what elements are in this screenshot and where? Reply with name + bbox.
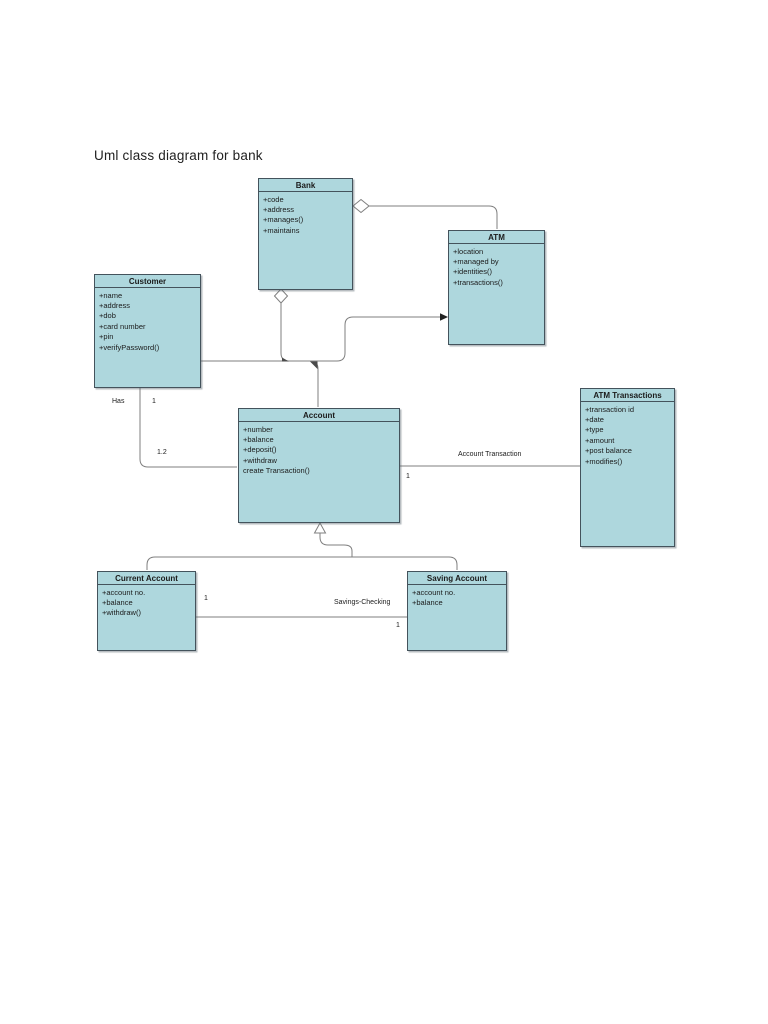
attr: +address <box>99 300 131 310</box>
arrowhead-atm <box>440 313 448 321</box>
junction-mark-left <box>282 357 289 362</box>
attr: create Transaction() <box>243 466 310 476</box>
attr: +code <box>263 194 284 204</box>
class-current-account-attrs: +account no. +balance +withdraw() <box>98 585 195 619</box>
class-saving-account-title: Saving Account <box>408 572 506 585</box>
attr: +modifies() <box>585 456 623 466</box>
class-account: Account +number +balance +deposit() +wit… <box>238 408 400 523</box>
edge-generalization-stem <box>319 533 353 557</box>
attr: +balance <box>412 597 443 607</box>
class-atm-title: ATM <box>449 231 544 244</box>
edge-label-has: Has <box>112 398 125 405</box>
attr: +withdraw() <box>102 608 141 618</box>
class-customer-title: Customer <box>95 275 200 288</box>
page-title: Uml class diagram for bank <box>94 148 263 163</box>
edge-label-savings-checking: Savings-Checking <box>334 599 391 606</box>
attr: +account no. <box>102 587 146 597</box>
attr: +maintains <box>263 225 300 235</box>
class-bank-title: Bank <box>259 179 352 192</box>
attr: +deposit() <box>243 445 277 455</box>
attr: +manages() <box>263 215 304 225</box>
class-atm-attrs: +location +managed by +identities() +tra… <box>449 244 544 289</box>
attr: +type <box>585 425 604 435</box>
class-current-account-title: Current Account <box>98 572 195 585</box>
multiplicity-account-transaction: 1 <box>406 473 410 480</box>
attr: +date <box>585 414 604 424</box>
class-customer-attrs: +name +address +dob +card number +pin +v… <box>95 288 200 353</box>
attr: +balance <box>102 597 133 607</box>
attr: +pin <box>99 332 114 342</box>
attr: +card number <box>99 321 146 331</box>
attr: +transactions() <box>453 277 503 287</box>
attr: +withdraw <box>243 455 277 465</box>
attr: +location <box>453 246 484 256</box>
edge-generalization-rail <box>146 556 458 570</box>
attr: +balance <box>243 434 274 444</box>
edge-label-account-transaction: Account Transaction <box>458 451 522 458</box>
attr: +dob <box>99 311 116 321</box>
class-bank-attrs: +code +address +manages() +maintains <box>259 192 352 237</box>
attr: +name <box>99 290 123 300</box>
class-current-account: Current Account +account no. +balance +w… <box>97 571 196 651</box>
class-saving-account-attrs: +account no. +balance <box>408 585 506 609</box>
attr: +address <box>263 204 295 214</box>
edge-customer-atm <box>201 316 441 362</box>
multiplicity-current-account: 1 <box>204 595 208 602</box>
edge-bank-account <box>280 303 319 407</box>
attr: +verifyPassword() <box>99 342 160 352</box>
aggregation-diamond-bank-right <box>352 198 370 214</box>
class-account-title: Account <box>239 409 399 422</box>
multiplicity-customer: 1 <box>152 398 156 405</box>
attr: +account no. <box>412 587 456 597</box>
class-bank: Bank +code +address +manages() +maintain… <box>258 178 353 290</box>
attr: +transaction id <box>585 404 634 414</box>
attr: +identities() <box>453 267 492 277</box>
attr: +managed by <box>453 256 499 266</box>
class-atm: ATM +location +managed by +identities() … <box>448 230 545 345</box>
class-atm-transactions: ATM Transactions +transaction id +date +… <box>580 388 675 547</box>
aggregation-diamond-bank-bottom <box>273 288 289 304</box>
class-customer: Customer +name +address +dob +card numbe… <box>94 274 201 388</box>
generalization-triangle-account <box>313 521 327 534</box>
edge-bank-atm <box>369 205 498 229</box>
class-atm-transactions-title: ATM Transactions <box>581 389 674 402</box>
multiplicity-saving-account: 1 <box>396 622 400 629</box>
class-saving-account: Saving Account +account no. +balance <box>407 571 507 651</box>
class-account-attrs: +number +balance +deposit() +withdraw cr… <box>239 422 399 477</box>
attr: +amount <box>585 435 615 445</box>
attr: +number <box>243 424 273 434</box>
multiplicity-account-has: 1.2 <box>157 449 167 456</box>
class-atm-transactions-attrs: +transaction id +date +type +amount +pos… <box>581 402 674 467</box>
junction-mark-right <box>310 361 318 369</box>
attr: +post balance <box>585 446 632 456</box>
